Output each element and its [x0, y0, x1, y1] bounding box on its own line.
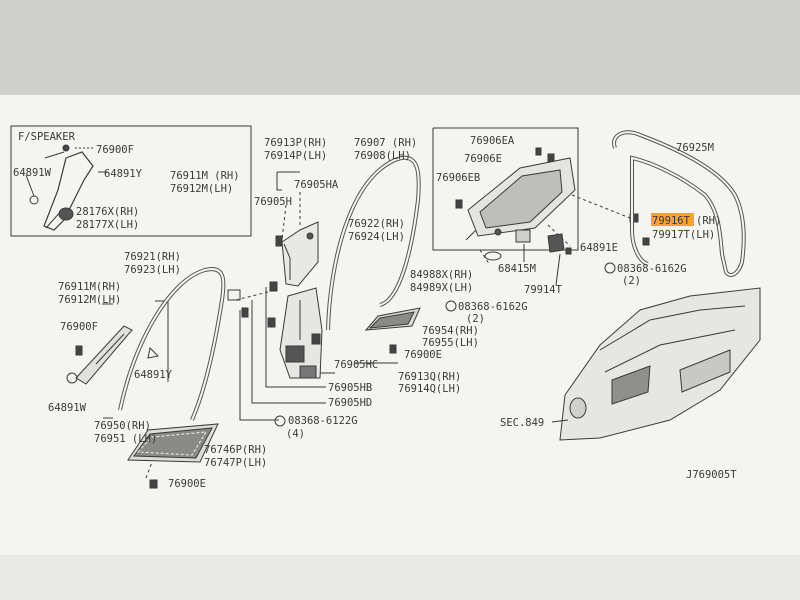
- highlight-79916t: [651, 213, 694, 226]
- label-76906e: 76906E: [464, 153, 502, 165]
- label-28176x: 28176X(RH): [76, 206, 139, 218]
- label-76905hc: 76905HC: [334, 359, 378, 371]
- rear-upper-trim: [465, 157, 576, 241]
- label-76905hd: 76905HD: [328, 397, 372, 409]
- label-76905ha: 76905HA: [294, 179, 339, 191]
- label-76913p: 76913P(RH): [264, 137, 327, 149]
- label-76906ea: 76906EA: [470, 135, 515, 147]
- label-64891e: 64891E: [580, 242, 618, 254]
- label-76900e-b: 76900E: [168, 478, 206, 490]
- screw-symbol-b: [604, 262, 616, 274]
- label-76922: 76922(RH): [348, 218, 405, 230]
- label-64891y-a: 64891Y: [104, 168, 143, 180]
- label-79914t: 79914T: [524, 284, 563, 296]
- rear-quarter-trim: [551, 287, 761, 441]
- label-76950: 76950(RH): [94, 420, 151, 432]
- kicking-plate-front: [127, 423, 219, 463]
- label-76955: 76955(LH): [422, 337, 479, 349]
- label-08368-6122g: 08368-6122G: [288, 415, 358, 427]
- label-79916t: 79916T: [652, 215, 691, 227]
- label-76921: 76921(RH): [124, 251, 181, 263]
- speaker-assembly: [25, 144, 108, 231]
- label-76900e-a: 76900E: [404, 349, 442, 361]
- label-84989x: 84989X(LH): [410, 282, 473, 294]
- label-76911m-b: 76911M(RH): [58, 281, 121, 293]
- label-diagram-id: J769005T: [686, 469, 737, 481]
- label-76914q: 76914Q(LH): [398, 383, 461, 395]
- label-08368-6122g-qty: (4): [286, 428, 305, 440]
- label-76906eb: 76906EB: [436, 172, 480, 184]
- label-76951: 76951 (LH): [94, 433, 157, 445]
- label-84988x: 84988X(RH): [410, 269, 473, 281]
- label-64891w-b: 64891W: [48, 402, 87, 414]
- label-76912m-a: 76912M(LH): [170, 183, 233, 195]
- label-76954: 76954(RH): [422, 325, 479, 337]
- label-76746p: 76746P(RH): [204, 444, 267, 456]
- part-68415m: [515, 229, 531, 243]
- label-08368-6162g-a: 08368-6162G: [617, 263, 687, 275]
- label-76913q: 76913Q(RH): [398, 371, 461, 383]
- rear-panel-group-box: [432, 127, 579, 251]
- inset-title: F/SPEAKER: [18, 131, 76, 143]
- bracket-76905hd: [251, 300, 326, 404]
- label-28177x: 28177X(LH): [76, 219, 139, 231]
- label-sec849: SEC.849: [500, 417, 544, 429]
- label-76747p: 76747P(LH): [204, 457, 267, 469]
- screw-symbol-a: [445, 300, 457, 312]
- clips: [75, 147, 650, 489]
- part-84988x: [484, 251, 502, 261]
- a-pillar-trim: [66, 325, 160, 385]
- label-08368-6162g-b-qty: (2): [466, 313, 485, 325]
- label-76907: 76907 (RH): [354, 137, 417, 149]
- label-08368-6162g-b: 08368-6162G: [458, 301, 528, 313]
- paper-lower-shade: [0, 555, 800, 600]
- label-76905hb: 76905HB: [328, 382, 372, 394]
- label-64891w-a: 64891W: [13, 167, 52, 179]
- label-76914p: 76914P(LH): [264, 150, 327, 162]
- speaker-inset-box: [10, 125, 252, 237]
- bracket-08368-6122g: [239, 310, 279, 421]
- pillar-trim-upper: [281, 221, 319, 287]
- labels: F/SPEAKER 76900F 64891W 64891Y 76911M (R…: [13, 131, 737, 490]
- label-76911m-a: 76911M (RH): [170, 170, 240, 182]
- label-76923: 76923(LH): [124, 264, 181, 276]
- label-68415m: 68415M: [498, 263, 536, 275]
- pillar-trim-lower: [279, 287, 323, 379]
- leader-lines: [145, 192, 631, 479]
- label-76908: 76908(LH): [354, 150, 411, 162]
- bracket-76905hb: [265, 287, 326, 388]
- label-08368-6162g-a-qty: (2): [622, 275, 641, 287]
- label-76925m: 76925M: [676, 142, 714, 154]
- kicking-plate-rear: [364, 307, 421, 331]
- label-79917t: 79917T(LH): [652, 229, 715, 241]
- label-79916t-rh: (RH): [696, 215, 721, 227]
- label-76924: 76924(LH): [348, 231, 405, 243]
- label-76905h: 76905H: [254, 196, 292, 208]
- label-76900f-a: 76900F: [96, 144, 134, 156]
- label-76912m-b: 76912M(LH): [58, 294, 121, 306]
- part-79914t: [547, 233, 565, 253]
- label-64891y-b: 64891Y: [134, 369, 173, 381]
- label-76900f-b: 76900F: [60, 321, 98, 333]
- screw-symbol-c: [274, 415, 286, 427]
- bracket-76905ha: [276, 172, 282, 191]
